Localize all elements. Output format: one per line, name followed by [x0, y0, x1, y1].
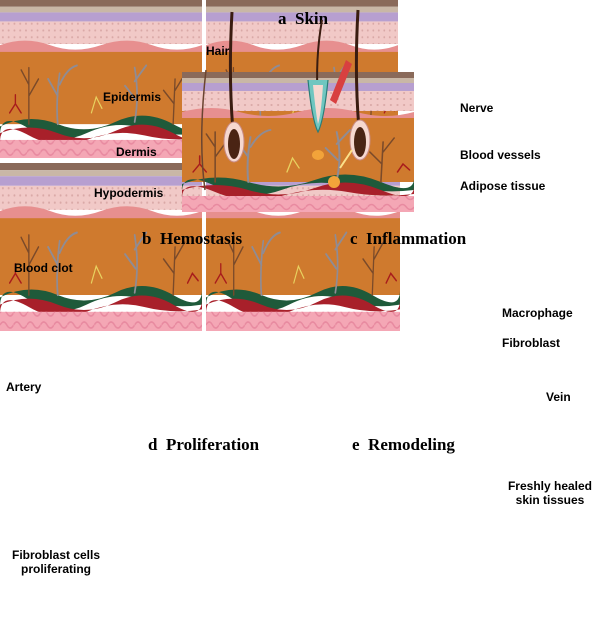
label-fibroblast-cells-line1: Fibroblast cells: [0, 548, 112, 562]
label-fibroblast-cells: Fibroblast cells proliferating: [0, 548, 112, 576]
label-freshly-healed-line2: skin tissues: [502, 493, 598, 507]
label-hypodermis: Hypodermis: [94, 186, 163, 200]
label-blood-vessels: Blood vessels: [460, 148, 541, 162]
panel-a-skin: [182, 10, 414, 212]
label-artery: Artery: [6, 380, 41, 394]
label-freshly-healed: Freshly healed skin tissues: [502, 479, 598, 507]
label-hair: Hair: [206, 44, 229, 58]
label-fibroblast-cells-line2: proliferating: [0, 562, 112, 576]
label-adipose-tissue: Adipose tissue: [460, 179, 545, 193]
label-dermis: Dermis: [116, 145, 157, 159]
label-nerve: Nerve: [460, 101, 493, 115]
label-fibroblast: Fibroblast: [502, 336, 560, 350]
label-macrophage: Macrophage: [502, 306, 573, 320]
label-freshly-healed-line1: Freshly healed: [502, 479, 598, 493]
label-blood-clot: Blood clot: [14, 261, 73, 275]
label-vein: Vein: [546, 390, 571, 404]
label-epidermis: Epidermis: [103, 90, 161, 104]
